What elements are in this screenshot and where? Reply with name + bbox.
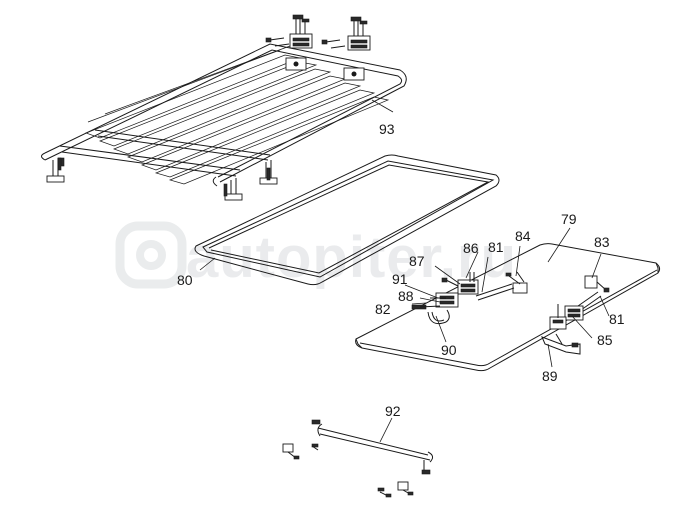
callout-87: 87 (409, 253, 425, 269)
watermark: autopiter.ru (115, 221, 517, 290)
callout-88: 88 (398, 288, 414, 304)
callout-89: 89 (542, 368, 558, 384)
callout-80: 80 (177, 272, 193, 288)
callout-79: 79 (561, 211, 577, 227)
hatch-panel (355, 227, 661, 372)
autopiter-logo (115, 221, 187, 289)
callout-83: 83 (594, 234, 610, 250)
support-rod (282, 417, 434, 498)
callout-labels: 93 80 79 83 84 81 81 86 87 91 88 82 90 8… (177, 121, 625, 419)
callout-93: 93 (379, 121, 395, 137)
callout-85: 85 (597, 332, 613, 348)
hinge-hardware (404, 245, 610, 368)
callout-86: 86 (463, 240, 479, 256)
roof-rack-frame (41, 14, 407, 201)
callout-84: 84 (515, 228, 531, 244)
callout-82: 82 (375, 301, 391, 317)
callout-90: 90 (441, 342, 457, 358)
watermark-text: autopiter.ru (186, 225, 517, 290)
callout-92: 92 (385, 403, 401, 419)
callout-81-right: 81 (609, 311, 625, 327)
callout-91: 91 (392, 271, 408, 287)
seal-frame (194, 154, 500, 286)
callout-81-top: 81 (488, 239, 504, 255)
